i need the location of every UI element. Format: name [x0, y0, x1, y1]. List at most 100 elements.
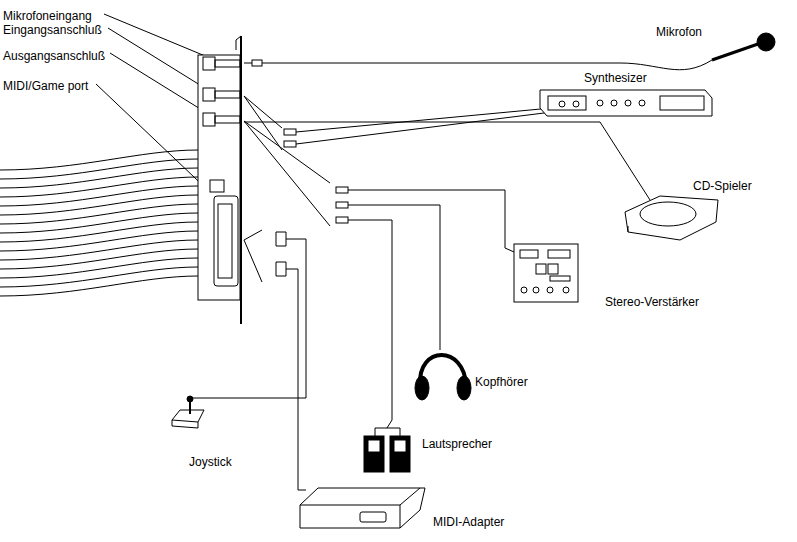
- leader-lines: [96, 14, 214, 196]
- label-holder: MIDI-Adapter: [432, 512, 505, 530]
- ear-cup: [415, 376, 429, 400]
- label-holder: Lautsprecher: [421, 434, 493, 452]
- speaker-cable: [348, 220, 392, 428]
- device-label: Kopfhörer: [474, 375, 529, 389]
- label-holder: MIDI/Game port: [2, 76, 89, 94]
- synth-cable: [296, 107, 562, 132]
- connector-block: [210, 180, 224, 192]
- device-label: Stereo-Verstärker: [604, 295, 700, 309]
- ribbon-wire: [0, 222, 198, 242]
- joystick-side: [172, 420, 198, 428]
- amp-control: [550, 276, 570, 281]
- synth-knob: [639, 100, 645, 106]
- ribbon-wire: [0, 258, 198, 278]
- speakers: [364, 428, 410, 472]
- plug: [336, 202, 348, 208]
- ribbon-wire: [0, 276, 198, 296]
- midi-box-edge: [300, 488, 420, 528]
- label-holder: Synthesizer: [583, 68, 648, 86]
- joystick-base: [172, 410, 204, 422]
- label-holder: Stereo-Verstärker: [604, 292, 700, 310]
- joystick: [172, 396, 204, 428]
- synth-panel: [548, 96, 586, 110]
- speaker-box: [390, 436, 410, 472]
- headphones: [415, 355, 471, 400]
- cables: [190, 60, 712, 490]
- plug: [336, 187, 348, 193]
- synthesizer: [540, 90, 712, 116]
- sound-card: [198, 36, 241, 324]
- amp-cable: [348, 190, 514, 252]
- cd-body: [625, 196, 718, 240]
- ribbon-wire: [0, 204, 198, 224]
- midi-adapter: [300, 488, 425, 528]
- mic-cable: [262, 60, 712, 70]
- synth-knob: [559, 101, 565, 107]
- cd-edge: [628, 226, 629, 232]
- jack-sleeve: [215, 116, 240, 123]
- midi-socket: [360, 512, 386, 522]
- bracket-tab: [236, 36, 241, 50]
- joystick-cable: [190, 239, 306, 408]
- amp-display: [520, 250, 538, 258]
- fan: [244, 96, 282, 150]
- ribbon-wire: [0, 249, 198, 269]
- game-port: [214, 196, 238, 286]
- amp-knob: [521, 287, 527, 293]
- ribbon-wire: [0, 231, 198, 251]
- label-holder: Joystick: [188, 452, 233, 470]
- ribbon-wire: [0, 240, 198, 260]
- ribbon-wire: [0, 159, 198, 179]
- label-holder: CD-Spieler: [692, 176, 753, 194]
- port-label: Eingangsanschluß: [2, 23, 103, 37]
- card-bracket: [240, 36, 242, 324]
- amp-display: [548, 250, 570, 258]
- stereo-amplifier: [514, 244, 578, 302]
- speaker-box: [364, 436, 384, 472]
- leader-line: [96, 84, 214, 196]
- ribbon-wire: [0, 186, 198, 206]
- joystick-knob: [187, 396, 193, 402]
- port-label: Ausgangsanschluß: [2, 49, 106, 63]
- label-holder: Ausgangsanschluß: [2, 46, 106, 64]
- plug: [284, 129, 296, 135]
- synth-cable: [296, 109, 576, 144]
- joystick-plug: [276, 232, 286, 246]
- amp-control: [536, 264, 546, 274]
- label-holder: Mikrofon: [655, 22, 703, 40]
- synth-knob: [625, 100, 631, 106]
- speaker-cone: [368, 440, 380, 452]
- speaker-cone: [394, 440, 406, 452]
- line-in-jack: [203, 88, 215, 101]
- fan: [244, 121, 330, 226]
- device-label: Synthesizer: [583, 71, 648, 85]
- jack-sleeve: [215, 60, 240, 67]
- midi-cable: [286, 269, 306, 490]
- line-out-jack: [203, 113, 215, 126]
- synth-knob: [597, 100, 603, 106]
- ribbon-wire: [0, 177, 198, 197]
- ribbon-wire: [0, 267, 198, 287]
- device-label: Lautsprecher: [421, 437, 493, 451]
- cd-player: [625, 196, 718, 240]
- ribbon-cable: [0, 150, 198, 296]
- leader-line: [108, 28, 208, 90]
- mic-jack: [203, 57, 215, 70]
- amp-knob: [533, 287, 539, 293]
- plug: [284, 141, 296, 147]
- synth-knob: [611, 100, 617, 106]
- mic-head: [757, 33, 775, 51]
- ribbon-wire: [0, 168, 198, 188]
- fan: [244, 230, 262, 282]
- ear-cup: [457, 376, 471, 400]
- ribbon-wire: [0, 213, 198, 233]
- label-holder: Mikrofoneingang: [2, 6, 93, 24]
- ribbon-wire: [0, 195, 198, 215]
- plug: [336, 217, 348, 223]
- leader-line: [110, 53, 210, 115]
- microphone: [712, 33, 775, 60]
- midi-box: [300, 488, 425, 528]
- card-body: [198, 55, 240, 300]
- synth-knob: [573, 101, 579, 107]
